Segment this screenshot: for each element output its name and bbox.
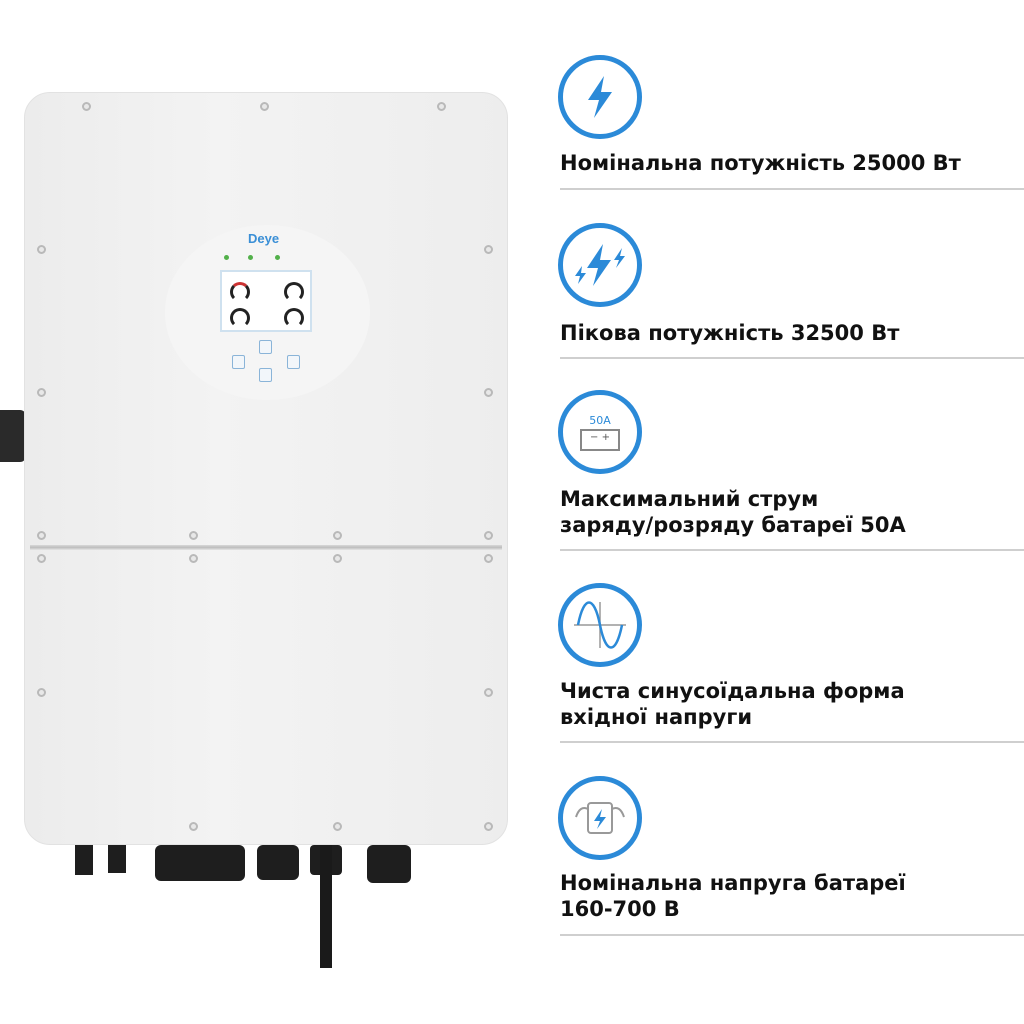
pv-connector <box>108 845 126 873</box>
status-led <box>224 255 229 260</box>
divider <box>560 188 1024 190</box>
inverter-body <box>24 92 508 845</box>
screw <box>37 554 46 563</box>
gauge <box>230 282 250 302</box>
panel-seam <box>30 545 502 550</box>
lcd-screen <box>220 270 312 332</box>
screw <box>484 554 493 563</box>
cable-gland <box>367 845 411 883</box>
screw <box>333 554 342 563</box>
screw <box>37 388 46 397</box>
gauge <box>284 282 304 302</box>
cable <box>320 845 332 968</box>
status-led <box>275 255 280 260</box>
cable-gland <box>155 845 245 881</box>
screw <box>37 531 46 540</box>
down-button[interactable] <box>259 368 272 382</box>
screw <box>260 102 269 111</box>
battery-strong-icon <box>558 776 642 860</box>
screw <box>189 554 198 563</box>
screw <box>333 822 342 831</box>
screw <box>37 245 46 254</box>
screw <box>189 531 198 540</box>
screw <box>82 102 91 111</box>
back-button[interactable] <box>232 355 245 369</box>
up-button[interactable] <box>259 340 272 354</box>
enter-button[interactable] <box>287 355 300 369</box>
divider <box>560 549 1024 551</box>
screw <box>484 822 493 831</box>
gauge <box>284 308 304 328</box>
screw <box>484 245 493 254</box>
inverter-handle <box>0 410 26 462</box>
screw <box>189 822 198 831</box>
screw <box>37 688 46 697</box>
battery-50a-icon: 50A− + <box>558 390 642 474</box>
lightning-icon <box>558 55 642 139</box>
divider <box>560 741 1024 743</box>
pv-connector <box>75 845 93 875</box>
divider <box>560 357 1024 359</box>
brand-logo: Deye <box>248 231 280 246</box>
status-led <box>248 255 253 260</box>
gauge <box>230 308 250 328</box>
screw <box>484 531 493 540</box>
screw <box>484 388 493 397</box>
cable-gland <box>257 845 299 880</box>
screw <box>333 531 342 540</box>
sine-wave-icon <box>558 583 642 667</box>
multi-lightning-icon <box>558 223 642 307</box>
divider <box>560 934 1024 936</box>
screw <box>437 102 446 111</box>
screw <box>484 688 493 697</box>
